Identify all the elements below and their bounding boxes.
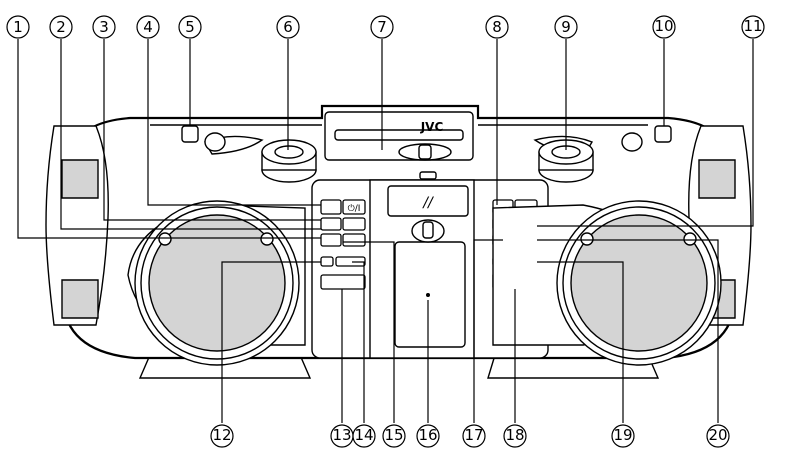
svg-text:7: 7 [377, 18, 387, 36]
svg-text:3: 3 [99, 18, 109, 36]
callout-17: 17 [462, 424, 486, 448]
callout-15: 15 [382, 424, 406, 448]
callout-18: 18 [503, 424, 527, 448]
brand-logo: JVC [420, 120, 444, 134]
svg-text:15: 15 [384, 426, 403, 444]
callouts: 1 2 3 4 5 6 7 8 9 10 11 12 13 14 15 16 1… [6, 15, 765, 448]
button-10[interactable] [654, 125, 672, 143]
callout-1: 1 [6, 15, 30, 39]
svg-text:19: 19 [613, 426, 632, 444]
svg-text:17: 17 [464, 426, 483, 444]
svg-text:4: 4 [143, 18, 153, 36]
callout-5: 5 [178, 15, 202, 39]
callout-7: 7 [370, 15, 394, 39]
svg-text:10: 10 [654, 17, 673, 35]
svg-text:2: 2 [56, 18, 66, 36]
svg-text:18: 18 [505, 426, 524, 444]
callout-16: 16 [416, 424, 440, 448]
svg-text:13: 13 [332, 426, 351, 444]
callout-4: 4 [136, 15, 160, 39]
callout-11: 11 [741, 15, 765, 39]
callout-14: 14 [352, 424, 376, 448]
callout-12: 12 [210, 424, 234, 448]
callout-8: 8 [485, 15, 509, 39]
callout-10: 10 [652, 15, 676, 39]
callout-13: 13 [330, 424, 354, 448]
power-button[interactable] [342, 199, 366, 215]
power-symbol: ⏻/I [348, 203, 361, 214]
button-left-4b[interactable] [335, 256, 366, 267]
svg-text:1: 1 [13, 18, 23, 36]
svg-text:8: 8 [492, 18, 502, 36]
leader-lines [17, 39, 754, 423]
callout-3: 3 [92, 15, 116, 39]
svg-text:16: 16 [418, 426, 437, 444]
button-left-4a[interactable] [320, 256, 334, 267]
callout-6: 6 [276, 15, 300, 39]
dock-door[interactable] [394, 241, 466, 348]
svg-text:6: 6 [283, 18, 293, 36]
callout-2: 2 [49, 15, 73, 39]
button-5[interactable] [181, 125, 199, 143]
button-left-5[interactable] [320, 274, 366, 290]
svg-text:12: 12 [212, 426, 231, 444]
svg-text:11: 11 [743, 17, 762, 35]
svg-text:9: 9 [561, 18, 571, 36]
button-left-3a[interactable] [320, 233, 342, 247]
top-deck: JVC [181, 111, 672, 161]
callout-20: 20 [706, 424, 730, 448]
button-left-2a[interactable] [320, 217, 342, 231]
display-window [387, 185, 469, 217]
callout-9: 9 [554, 15, 578, 39]
button-left-2b[interactable] [342, 217, 366, 231]
svg-text:20: 20 [708, 426, 727, 444]
callout-19: 19 [611, 424, 635, 448]
svg-text:14: 14 [354, 426, 373, 444]
button-left-1a[interactable] [320, 199, 342, 215]
display-glyph: // [421, 195, 434, 211]
button-left-3b[interactable] [342, 233, 366, 247]
svg-text:5: 5 [185, 18, 195, 36]
left-knob[interactable] [261, 139, 317, 183]
left-speaker [127, 200, 306, 366]
right-knob[interactable] [538, 139, 594, 183]
